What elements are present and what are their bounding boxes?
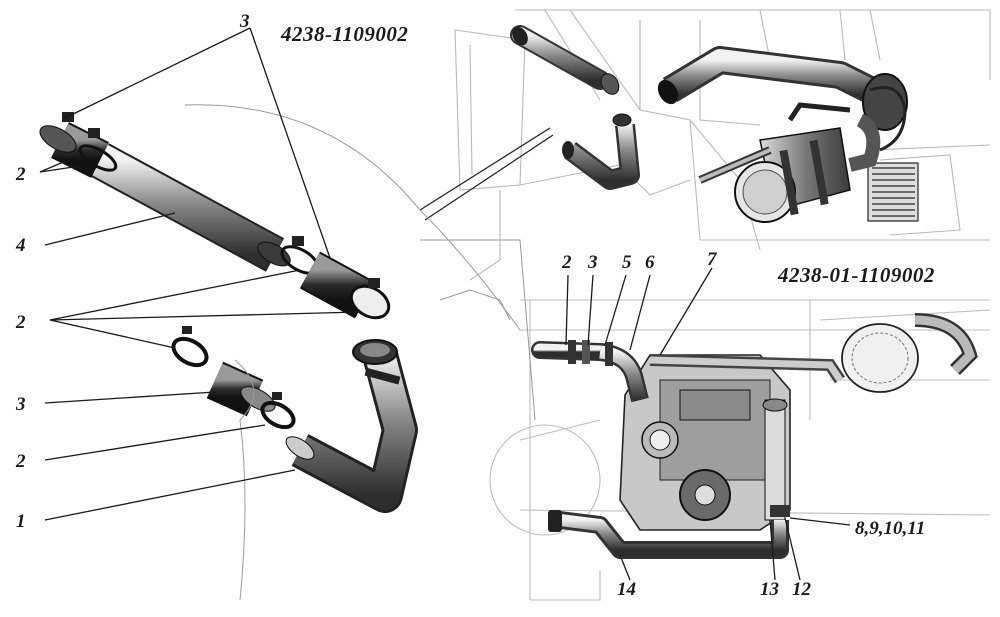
callout-7: 7 [707,249,717,270]
callout-8-9-10-11: 8,9,10,11 [855,518,926,539]
callout-13: 13 [760,579,779,600]
cab-structure-background [454,9,991,281]
top-air-filter [698,102,851,223]
engine-bay-background [489,299,991,601]
cab-outline-faint [184,104,536,601]
callout-6: 6 [645,252,655,273]
loose-hose-3 [206,361,276,417]
assembly-title-top: 4238-1109002 [281,22,409,46]
top-install-pipes [510,25,908,172]
cab-grille [867,162,919,222]
engine-block [619,354,791,531]
loose-clamp-lower [260,392,296,430]
leader-lines [39,27,851,581]
callout-2-engine: 2 [562,252,572,273]
engine-intake-pipes [531,313,978,559]
callout-2-lower: 2 [16,451,26,472]
pipe-part-4 [90,143,291,272]
assembly-title-right: 4238-01-1109002 [778,263,935,287]
inset-pointer [419,127,554,221]
callout-3-engine: 3 [588,252,598,273]
callout-3-lower: 3 [16,394,26,415]
callout-1: 1 [16,511,26,532]
loose-clamp-upper [171,326,209,368]
callout-2-middle: 2 [16,312,26,333]
callout-2-top: 2 [16,164,26,185]
callout-3-top: 3 [240,11,250,32]
callout-14: 14 [617,579,636,600]
callout-4: 4 [16,235,26,256]
hose-middle [280,236,391,320]
elbow-pipe-part-1 [285,339,418,513]
top-elbow-pipe [562,113,640,190]
callout-5: 5 [622,252,632,273]
callout-12: 12 [792,579,811,600]
